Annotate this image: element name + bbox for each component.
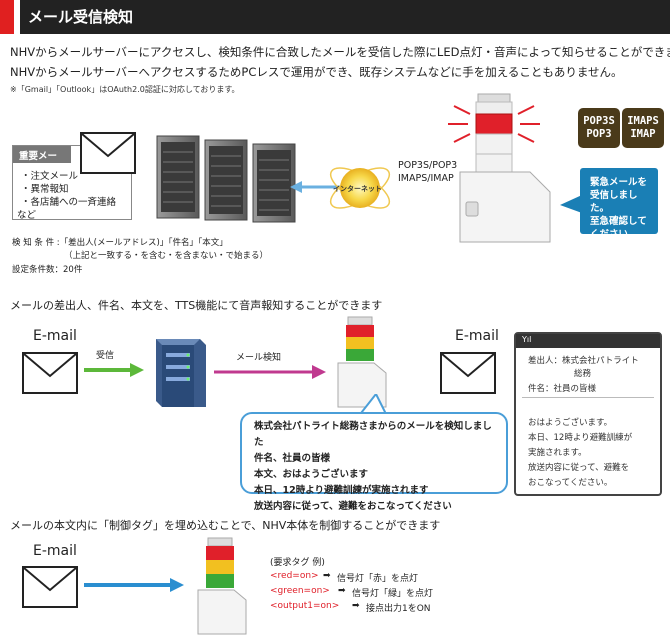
arrow-right-icon: [214, 365, 326, 379]
phone-body-line: 実施されます。: [528, 448, 587, 458]
email-label: E-mail: [455, 328, 499, 344]
phone-screen: Yıl 差出人：株式会社パトライト 総務 件名：社員の皆様 おはようございます。…: [514, 332, 662, 496]
receive-label: 受信: [96, 351, 115, 361]
condition-count: 設定条件数：20件: [12, 265, 83, 275]
arrow-icon: ➡: [352, 601, 360, 611]
pop3-badge: POP3S POP3: [578, 108, 620, 148]
detect-label: メール検知: [236, 353, 282, 363]
important-mail-header: 重要メール: [13, 146, 71, 176]
email-label: E-mail: [33, 328, 77, 344]
envelope-icon: [22, 566, 78, 608]
envelope-icon: [22, 352, 78, 394]
urgent-mail-callout: 緊急メールを 受信しました。 至急確認して ください。: [580, 168, 658, 240]
detect-conditions-detail: （上記と一致する・を含む・を含まない・で始まる）: [64, 251, 269, 261]
tag-desc: 接点出力1をON: [366, 604, 431, 614]
phone-subject: 件名：社員の皆様: [528, 384, 597, 394]
arrow-right-icon: [84, 578, 184, 592]
envelope-icon: [440, 352, 496, 394]
envelope-icon: [80, 132, 136, 174]
internet-icon: [329, 167, 391, 209]
tag-desc: 信号灯「赤」を点灯: [337, 574, 419, 584]
intro-line-1: NHVからメールサーバーにアクセスし、検知条件に合致したメールを受信した際にLE…: [10, 45, 670, 59]
important-mail-item: ・各店舗への一斉連絡: [21, 197, 117, 208]
tag-green-on: <green=on>: [270, 586, 330, 596]
phone-status-bar: Yıl: [516, 334, 660, 348]
mail-server-icon: [156, 135, 296, 223]
server-icon: [156, 339, 206, 407]
signal-icon: Yıl: [522, 335, 532, 344]
intro-line-2: NHVからメールサーバーへアクセスするためPCレスで運用ができ、既存システムなど…: [10, 65, 623, 79]
arrow-icon: ➡: [338, 586, 346, 596]
protocol-line-1: POP3S/POP3: [398, 160, 458, 171]
arrow-right-icon: [84, 363, 144, 377]
phone-sender-cont: 総務: [574, 369, 592, 379]
tag-red-on: <red=on>: [270, 571, 319, 581]
imap-badge: IMAPS IMAP: [622, 108, 664, 148]
protocol-line-2: IMAPS/IMAP: [398, 173, 454, 184]
detect-conditions: 検 知 条 件 :「差出人(メールアドレス)」「件名」「本文」: [12, 238, 228, 248]
section-title: メール受信検知: [28, 8, 134, 26]
oauth-note: ※「Gmail」「Outlook」はOAuth2.0認証に対応しております。: [10, 85, 240, 94]
phone-sender: 差出人：株式会社パトライト: [528, 356, 639, 366]
phone-body-line: おこなってください。: [528, 478, 613, 488]
signal-tower-icon: [197, 537, 247, 635]
signal-tower-device-icon: [448, 93, 551, 243]
phone-divider: [522, 397, 654, 398]
email-label: E-mail: [33, 543, 77, 559]
phone-body-line: 放送内容に従って、避難を: [528, 463, 630, 473]
tts-heading: メールの差出人、件名、本文を、TTS機能にて音声報知することができます: [10, 299, 383, 312]
tts-speech-bubble: 株式会社パトライト総務さまからのメールを検知しました 件名、社員の皆様 本文、お…: [240, 412, 508, 512]
tag-output1-on: <output1=on>: [270, 601, 340, 611]
important-mail-item: ・異常報知: [21, 184, 69, 195]
callout-pointer: [560, 195, 582, 213]
phone-body-line: 本日、12時より避難訓練が: [528, 433, 633, 443]
title-accent-gap: [14, 0, 20, 34]
title-accent: [0, 0, 14, 34]
internet-label: インターネット: [333, 185, 382, 193]
important-mail-item: など: [17, 210, 37, 221]
tag-example-title: (要求タグ 例): [270, 558, 325, 568]
control-tag-heading: メールの本文内に「制御タグ」を埋め込むことで、NHV本体を制御することができます: [10, 519, 441, 532]
arrow-icon: ➡: [323, 571, 331, 581]
phone-body-line: おはようございます。: [528, 418, 613, 428]
tag-desc: 信号灯「緑」を点灯: [352, 589, 434, 599]
important-mail-item: ・注文メール: [21, 171, 79, 182]
section-title-bar: メール受信検知: [0, 0, 670, 34]
